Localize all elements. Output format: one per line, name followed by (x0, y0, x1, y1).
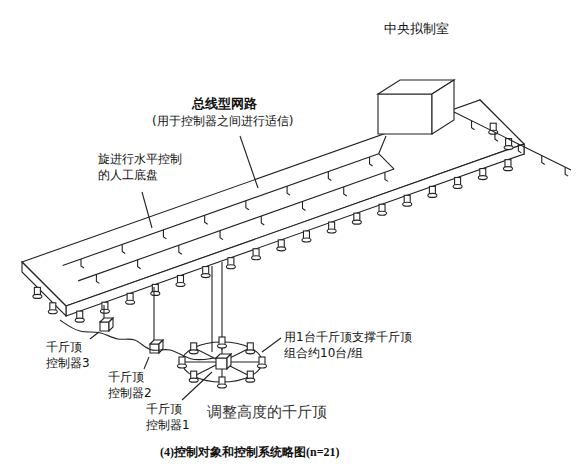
leader-line (182, 372, 212, 400)
platform-top (22, 100, 524, 306)
leader-line (240, 136, 258, 188)
jack-base (403, 202, 412, 206)
bus-drop (122, 244, 125, 253)
bus-drop (220, 231, 223, 240)
bus-line (454, 112, 571, 170)
bus-drop (246, 201, 249, 210)
bus-line (379, 136, 394, 169)
control-room-box (368, 76, 464, 140)
bus-drop (518, 144, 521, 153)
callout-label: 千斤顶 控制器1 (144, 402, 197, 433)
jack-base (151, 291, 160, 295)
jack-base (252, 256, 261, 260)
jack-base (189, 350, 198, 354)
bus-drop (261, 216, 264, 225)
jack-base (126, 300, 135, 304)
bus-drop (565, 167, 568, 176)
jack-base (218, 384, 227, 388)
bus-drop (370, 157, 373, 166)
bus-drop (328, 172, 331, 181)
jack-base (201, 274, 210, 278)
jack-base (176, 283, 185, 287)
jack-controller (227, 354, 231, 369)
jack-group-ring (182, 342, 262, 382)
jack-base (100, 309, 109, 313)
jack-base (428, 193, 437, 197)
jack-base (226, 265, 235, 269)
jack-base (352, 220, 361, 224)
bus-drop (472, 121, 475, 130)
jack-base (277, 247, 286, 251)
jack-base (75, 318, 84, 322)
box-side (432, 80, 454, 134)
jack-controller (159, 340, 163, 353)
control-room: 中央拟制室 (368, 20, 464, 140)
jack-controller (150, 344, 159, 353)
callout-label: 千斤顶 控制器3 (44, 340, 97, 371)
bus-drop (344, 187, 347, 196)
bus-drop (163, 230, 166, 239)
bus-drop (205, 215, 208, 224)
bus-line (78, 169, 394, 281)
bus-drop (495, 132, 498, 141)
jack-base (503, 167, 512, 171)
jack-base (218, 344, 227, 348)
jack-base (178, 364, 187, 368)
bus-drop (303, 202, 306, 211)
jack-base (48, 310, 57, 314)
bus-drop (138, 260, 141, 269)
platform-front-face (66, 144, 524, 316)
callout-label: 旋进行水平控制 的人工底盘 (96, 152, 189, 183)
jack-base (327, 229, 336, 233)
bus-drop (287, 186, 290, 195)
bus-drop (385, 172, 388, 181)
jack-controller (100, 322, 109, 331)
leader-line (90, 332, 99, 339)
bus-drop (81, 259, 84, 268)
jack-base (246, 350, 255, 354)
leader-line (142, 192, 152, 228)
controller-wire (153, 287, 154, 344)
bus-drop (542, 156, 545, 165)
jack-base (302, 238, 311, 242)
controller-wire (211, 266, 212, 352)
jack-controller (109, 318, 113, 331)
jack-controller (216, 358, 227, 369)
jack-base (258, 364, 267, 368)
box-front (378, 94, 432, 134)
jack-base (189, 378, 198, 382)
bus-drop (179, 245, 182, 254)
node-heading: 中央拟制室 (368, 20, 464, 38)
callout-label: 调整高度的千斤顶 (205, 403, 329, 423)
leader-line (262, 338, 281, 352)
jack-base (453, 184, 462, 188)
callout-label: 总线型网路 (190, 96, 259, 113)
jack-base (378, 211, 387, 215)
callout-label: (用于控制器之间进行适信) (150, 114, 295, 130)
platform-left-face (22, 262, 66, 316)
callout-label: 千斤顶 控制器2 (106, 370, 159, 401)
jack-base (246, 378, 255, 382)
leader-line (144, 357, 149, 369)
jack-base (478, 176, 487, 180)
callout-label: 用1台千斤顶支撑千斤顶 组合约10台/组 (282, 330, 418, 361)
jack-base (504, 146, 513, 150)
bus-drop (96, 274, 99, 283)
jack-base (33, 294, 42, 298)
figure-caption: (4)控制对象和控制系统略图(n=21) (160, 444, 340, 461)
